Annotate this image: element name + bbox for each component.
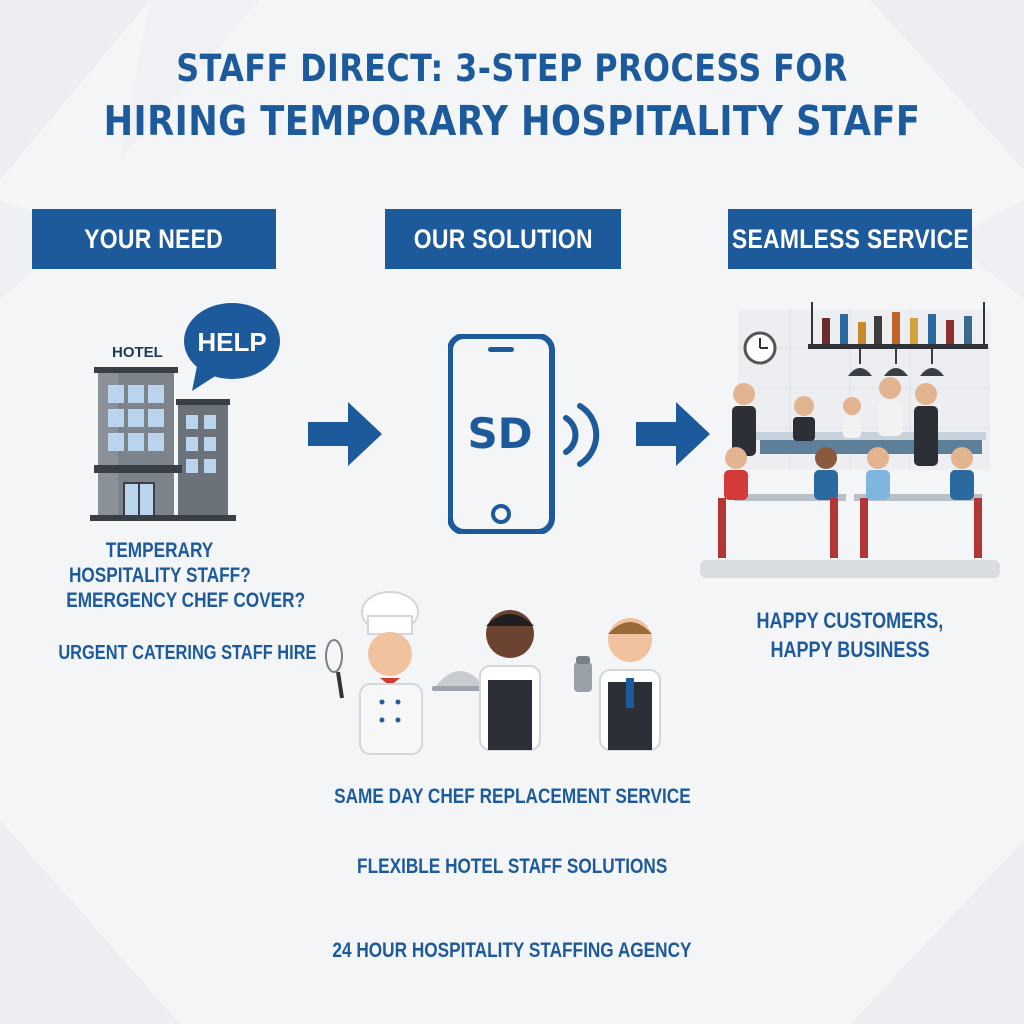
title-line-2: HIRING TEMPORARY HOSPITALITY STAFF — [103, 97, 921, 145]
footer-line-3: 24 HOUR HOSPITALITY STAFFING AGENCY — [332, 939, 692, 962]
bartender-figure — [574, 618, 661, 751]
sd-logo: SD — [467, 409, 532, 458]
staff-figures — [732, 377, 938, 466]
step-seamless-service: SEAMLESS SERVICE — [728, 209, 972, 269]
staff-trio-illustration — [325, 591, 661, 755]
smartphone-icon: SD — [448, 334, 600, 534]
signal-waves-icon — [563, 403, 600, 467]
pendant-lamp-icon — [848, 349, 944, 376]
hotel-label: HOTEL — [112, 344, 163, 361]
hotel-building-icon: HELP HOTEL — [90, 303, 280, 521]
step-our-solution: OUR SOLUTION — [385, 209, 621, 269]
whisk-icon — [325, 639, 344, 699]
help-speech-bubble-icon: HELP — [184, 303, 280, 391]
cocktail-shaker-icon — [574, 656, 592, 692]
chef-figure — [325, 591, 423, 755]
step-your-need: YOUR NEED — [32, 209, 276, 269]
restaurant-scene-illustration — [700, 302, 1000, 578]
footer-line-2: FLEXIBLE HOTEL STAFF SOLUTIONS — [356, 855, 668, 878]
bottles-icon — [822, 312, 972, 344]
need-caption: TEMPERARY HOSPITALITY STAFF? EMERGENCY C… — [66, 539, 306, 612]
arrow-right-icon — [308, 402, 382, 466]
waiter-figure — [432, 610, 541, 751]
need-caption-urgent: URGENT CATERING STAFF HIRE — [58, 642, 317, 664]
title-line-1: STAFF DIRECT: 3-STEP PROCESS FOR — [176, 47, 848, 90]
arrow-right-icon — [636, 402, 710, 466]
service-caption: HAPPY CUSTOMERS, HAPPY BUSINESS — [756, 608, 944, 662]
help-bubble-text: HELP — [197, 327, 266, 357]
page-title: STAFF DIRECT: 3-STEP PROCESS FOR HIRING … — [72, 44, 953, 148]
footer-line-1: SAME DAY CHEF REPLACEMENT SERVICE — [333, 785, 691, 808]
diner-figures — [724, 447, 974, 500]
